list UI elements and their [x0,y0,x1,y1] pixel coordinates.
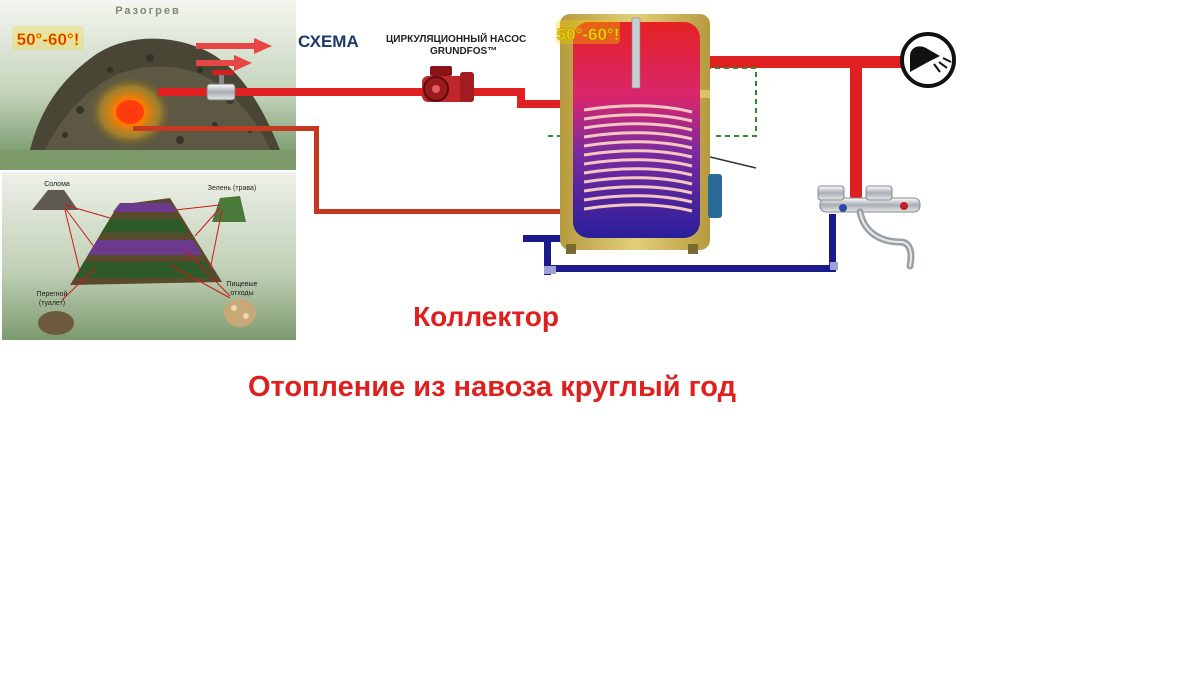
cold-inlet-fitting [544,266,556,274]
pump-label: ЦИРКУЛЯЦИОННЫЙ НАСОС [386,32,526,45]
cold-water-pipe [523,214,836,275]
label-green: Зелень (трава) [208,185,257,192]
pile-temp-badge: 50°-60°! [12,26,84,50]
flow-arrow-icon [196,38,272,71]
label-humus: Перегной [37,290,68,298]
sensor-lead [705,155,757,169]
svg-text:50°-60°!: 50°-60°! [17,30,80,49]
shower-icon [900,32,956,88]
humus-sample [38,311,74,335]
label-straw: Солома [44,181,70,188]
label-humus-sub: (туалет) [39,300,65,307]
svg-text:50°-60°!: 50°-60°! [557,25,620,44]
hot-water-tank: 50°-60°! [556,14,722,254]
collector-caption: Коллектор [413,301,559,332]
ball-valve-icon [206,70,236,101]
heating-element-flange [708,174,722,218]
anode-rod [631,17,641,89]
label-food-waste-sub: отходы [230,290,253,297]
main-caption: Отопление из навоза круглый год [248,371,736,403]
mixer-faucet-icon [817,185,921,270]
food-waste-sample [224,299,256,327]
label-food-waste: Пищевые [226,281,257,288]
heating-pile-photo: Разогрев 50°-60°! [0,0,296,170]
return-pipe [133,126,576,214]
circulation-pump-icon [422,66,474,102]
cold-mixer-fitting [830,262,838,270]
hot-water-outlet-pipe [700,56,910,198]
hot-supply-pipe [158,88,577,108]
pile-heating-title: Разогрев [115,5,181,17]
scheme-title: СХЕМА [298,32,359,51]
boiler-temp-badge: 50°-60°! [556,20,620,44]
heat-exchanger-coil [583,104,693,213]
recirculation-line [706,67,757,137]
compost-layers-photo: Солома Зелень (трава) Перегной (туалет) … [2,172,296,340]
pump-brand: GRUNDFOS™ [430,46,497,57]
